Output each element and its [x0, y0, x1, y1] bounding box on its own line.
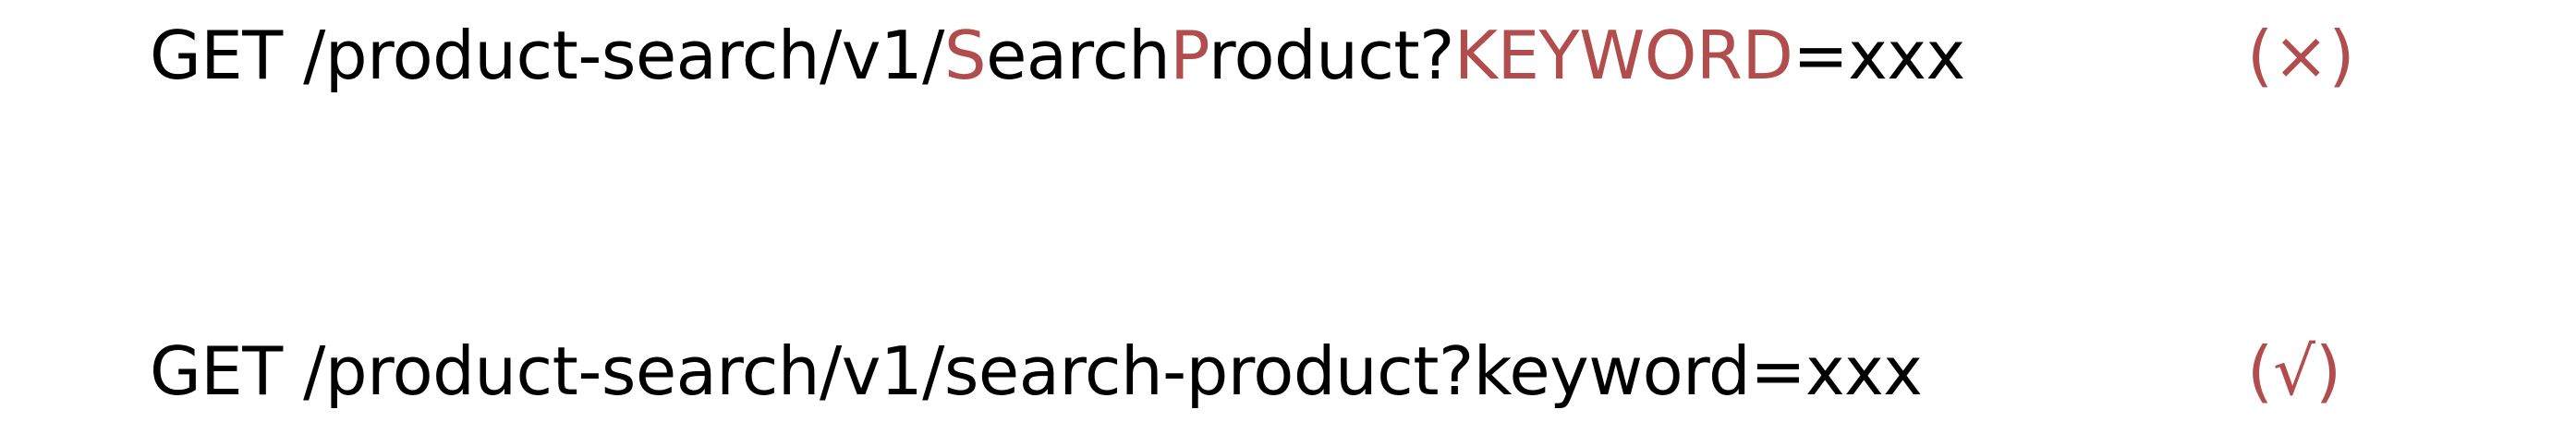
- url-segment: =xxx: [1792, 17, 1965, 94]
- url-segment-highlight: KEYWORD: [1453, 17, 1793, 94]
- incorrect-mark: (×): [2247, 17, 2355, 94]
- url-segment: roduct?: [1208, 17, 1454, 94]
- correct-mark: (√): [2247, 332, 2342, 410]
- correct-url-example: GET /product-search/v1/search-product?ke…: [150, 338, 1923, 404]
- url-segment: earch: [986, 17, 1171, 94]
- incorrect-url-example: GET /product-search/v1/SearchProduct?KEY…: [150, 22, 1965, 89]
- url-segment: GET /product-search/v1/search-product?ke…: [150, 332, 1923, 410]
- url-segment-highlight: S: [943, 17, 987, 94]
- url-segment: GET /product-search/v1/: [150, 17, 944, 94]
- url-segment-highlight: P: [1170, 17, 1209, 94]
